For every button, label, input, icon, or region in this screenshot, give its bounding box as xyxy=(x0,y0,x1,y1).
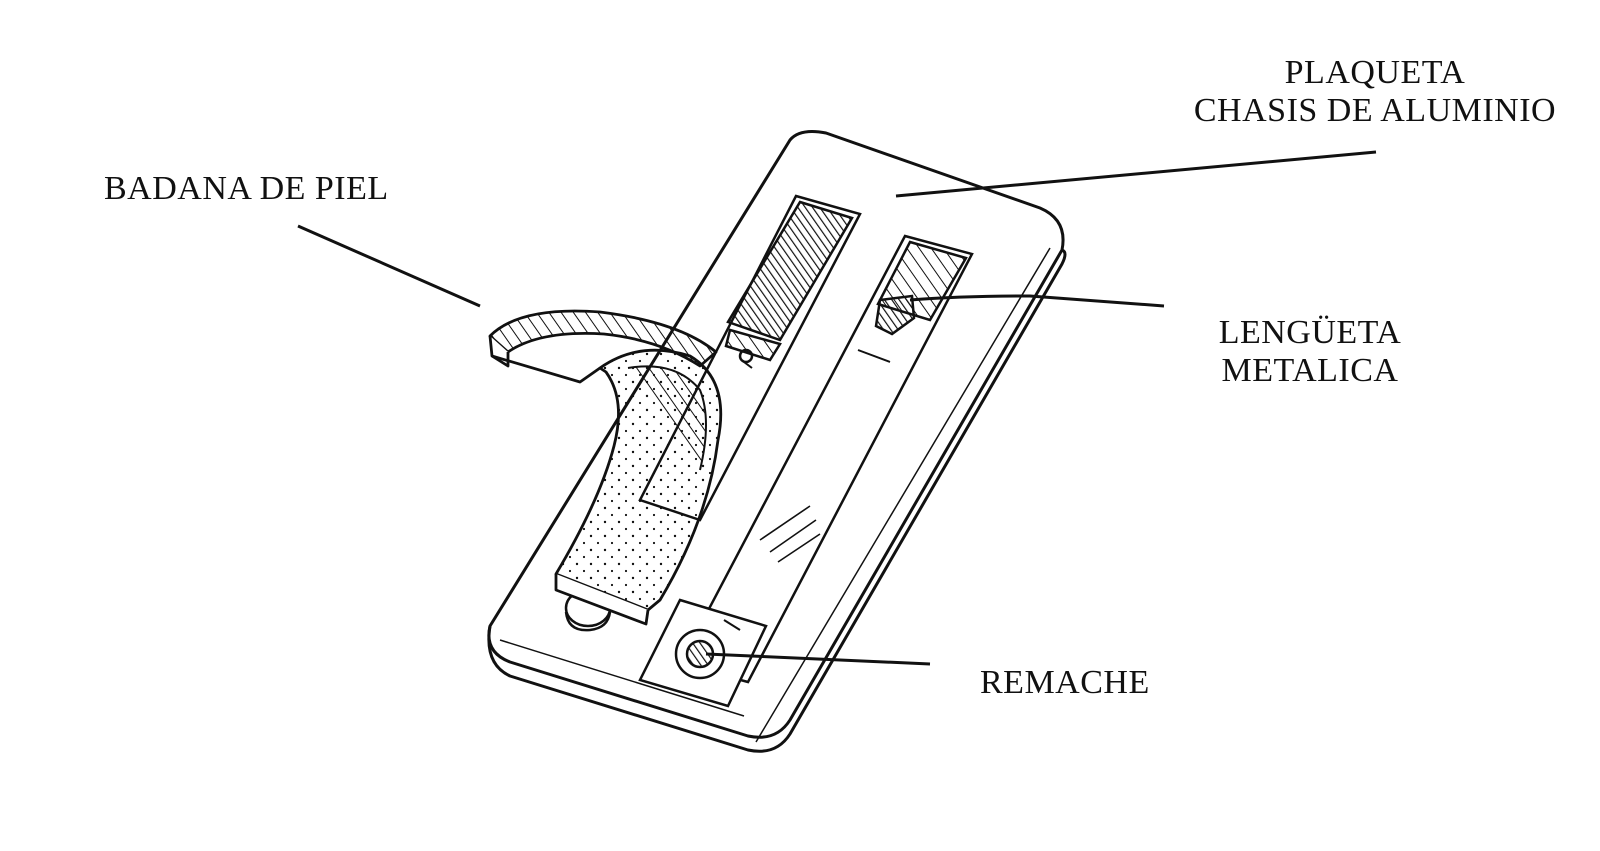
leader-lines xyxy=(297,150,1377,666)
label-plaqueta: PLAQUETA CHASIS DE ALUMINIO xyxy=(1170,54,1580,130)
label-lengueta: LENGÜETA METALICA xyxy=(1190,314,1430,390)
leader-plaqueta xyxy=(895,150,1377,198)
plate-top-face xyxy=(487,130,1065,739)
strap-top-flap xyxy=(488,309,718,368)
label-lengueta-line2: METALICA xyxy=(1221,352,1399,389)
label-badana: BADANA DE PIEL xyxy=(104,170,389,207)
metal-tongue-outline xyxy=(678,234,974,684)
leader-badana xyxy=(297,224,481,308)
label-plaqueta-line1: PLAQUETA xyxy=(1284,54,1466,91)
metal-tongue xyxy=(678,234,974,684)
leader-lengueta xyxy=(909,294,1165,308)
rivet-assembly xyxy=(638,598,768,708)
plate-bottom-edge xyxy=(487,248,1067,753)
label-plaqueta-line2: CHASIS DE ALUMINIO xyxy=(1193,92,1557,129)
leather-strap xyxy=(488,309,723,626)
label-lengueta-line1: LENGÜETA xyxy=(1218,314,1402,351)
leader-remache xyxy=(705,652,931,666)
label-remache: REMACHE xyxy=(980,664,1150,701)
left-slot-hatching xyxy=(726,200,854,342)
